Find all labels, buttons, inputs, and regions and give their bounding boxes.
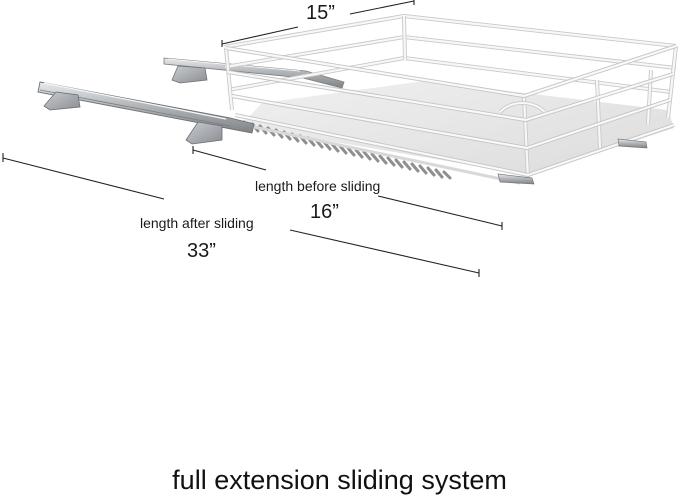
width-dimension-line bbox=[221, 0, 415, 45]
length-before-sliding-caption: length before sliding bbox=[255, 178, 381, 194]
front-rail-front-bracket bbox=[185, 121, 223, 145]
headline-caption: full extension sliding system bbox=[172, 465, 507, 495]
wire-basket bbox=[223, 14, 678, 185]
basket-floor-panel bbox=[240, 81, 674, 175]
length-after-sliding-value: 33” bbox=[187, 240, 216, 262]
dimension-lines bbox=[2, 0, 503, 277]
before-sliding-dimension-line bbox=[192, 149, 503, 227]
back-rail-mount-bracket bbox=[171, 65, 208, 84]
after-sliding-dimension-line bbox=[2, 157, 480, 274]
width-dimension-value: 15” bbox=[306, 2, 335, 24]
length-before-sliding-value: 16” bbox=[310, 201, 339, 223]
front-slide-rail bbox=[37, 81, 648, 185]
length-after-sliding-caption: length after sliding bbox=[140, 215, 254, 231]
front-rail-rear-bracket bbox=[43, 91, 81, 111]
